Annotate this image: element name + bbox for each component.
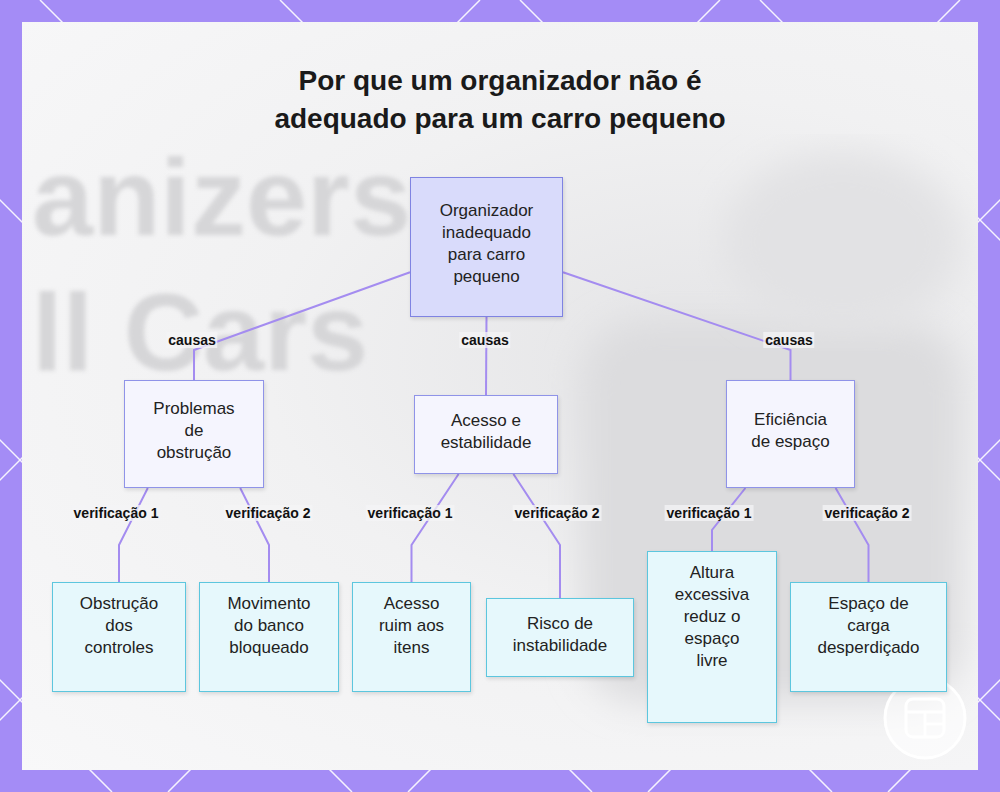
connector-line xyxy=(485,317,488,395)
edge-label: causas xyxy=(166,332,217,348)
edge-label: verificação 2 xyxy=(823,505,912,521)
node-text: Altura excessiva reduz o espaço livre xyxy=(672,562,752,672)
check-box: Acesso ruim aos itens xyxy=(352,582,471,692)
check-box: Obstrução dos controles xyxy=(52,582,186,692)
connector-line xyxy=(513,474,560,598)
edge-label: causas xyxy=(763,332,814,348)
watermark-text: anizers xyxy=(32,142,411,252)
edge-label: verificação 1 xyxy=(366,505,455,521)
cause-box: Problemas de obstrução xyxy=(124,380,264,488)
node-text: Acesso e estabilidade xyxy=(427,410,545,454)
cause-box: Eficiência de espaço xyxy=(726,380,855,488)
connector-line xyxy=(836,488,869,582)
node-text: Organizador inadequado para carro pequen… xyxy=(425,200,548,288)
logo-icon xyxy=(906,699,944,737)
edge-label: verificação 2 xyxy=(513,505,602,521)
edge-label: verificação 1 xyxy=(665,505,754,521)
node-text: Acesso ruim aos itens xyxy=(371,593,452,659)
check-box: Movimento do banco bloqueado xyxy=(199,582,339,692)
diagram-title: Por que um organizador não é adequado pa… xyxy=(230,62,770,138)
connector-line xyxy=(194,272,410,380)
logo-icon xyxy=(925,723,944,726)
edge-label: verificação 2 xyxy=(224,505,313,521)
check-box: Altura excessiva reduz o espaço livre xyxy=(647,551,777,723)
root-box: Organizador inadequado para carro pequen… xyxy=(410,177,563,317)
node-text: Risco de instabilidade xyxy=(501,613,619,657)
edge-label: causas xyxy=(459,332,510,348)
node-text: Eficiência de espaço xyxy=(749,409,832,453)
connector-line xyxy=(119,488,148,582)
check-box: Risco de instabilidade xyxy=(486,598,634,677)
photo-shape xyxy=(722,152,962,332)
connector-line xyxy=(240,488,269,582)
connector-line xyxy=(563,272,791,380)
node-text: Problemas de obstrução xyxy=(145,398,243,464)
edge-label: verificação 1 xyxy=(72,505,161,521)
cause-box: Acesso e estabilidade xyxy=(414,395,558,474)
connector-line xyxy=(412,474,459,582)
node-text: Movimento do banco bloqueado xyxy=(220,593,318,659)
check-box: Espaço de carga desperdiçado xyxy=(790,582,947,692)
node-text: Obstrução dos controles xyxy=(73,593,165,659)
node-text: Espaço de carga desperdiçado xyxy=(815,593,922,659)
